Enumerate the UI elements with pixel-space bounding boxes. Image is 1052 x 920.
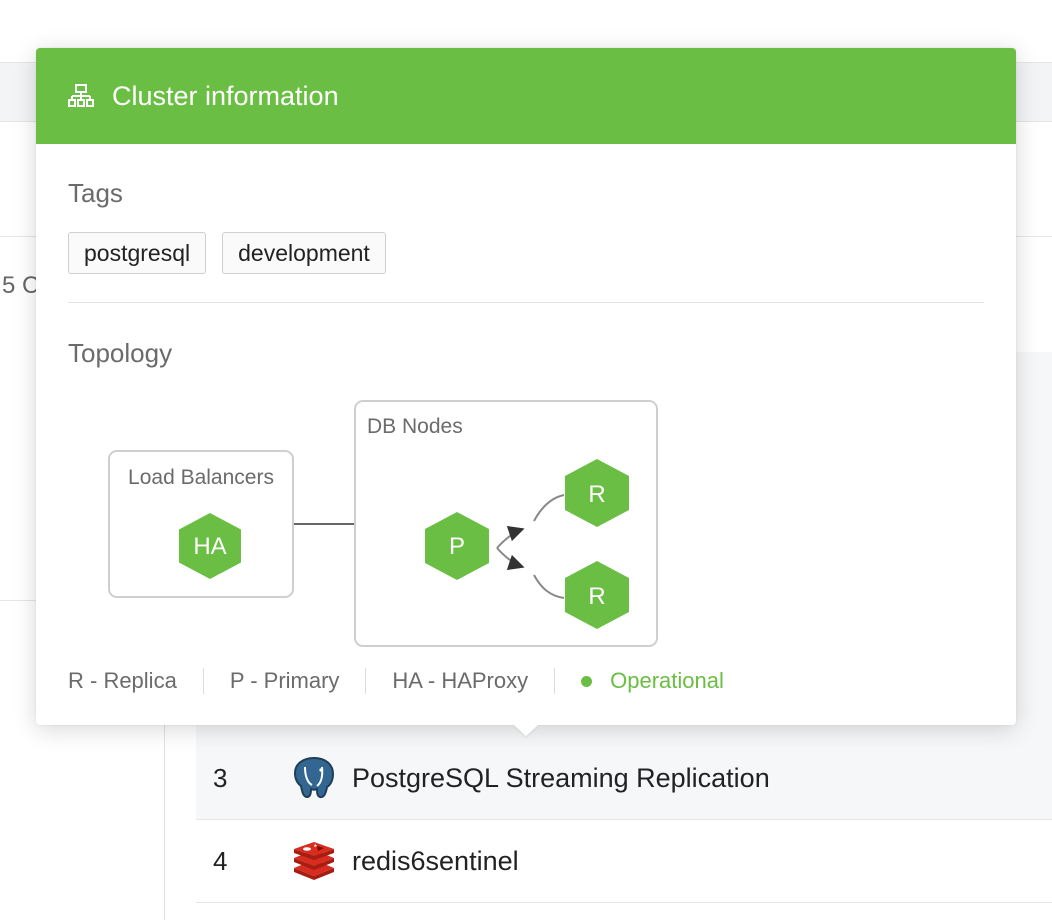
tag[interactable]: development xyxy=(222,232,386,274)
topology-label: Topology xyxy=(68,338,173,368)
db-nodes-label: DB Nodes xyxy=(367,415,463,438)
tag[interactable]: postgresql xyxy=(68,232,207,274)
table-row[interactable]: 4 redis6sentinel xyxy=(196,820,1052,903)
replication-arrow xyxy=(496,525,525,549)
popover-title: Cluster information xyxy=(112,80,339,111)
postgresql-icon xyxy=(289,756,339,800)
cluster-name[interactable]: redis6sentinel xyxy=(352,845,519,876)
redis-icon xyxy=(289,839,339,883)
replica-node[interactable] xyxy=(565,561,629,629)
divider xyxy=(68,302,984,303)
legend-status: Operational xyxy=(610,668,724,693)
sitemap-icon xyxy=(68,83,94,109)
partial-text: 5 C xyxy=(2,272,40,299)
replica-node-label: R xyxy=(588,481,605,508)
load-balancers-label: Load Balancers xyxy=(128,466,274,489)
legend-primary: P - Primary xyxy=(229,668,340,693)
tags-label: Tags xyxy=(68,178,123,208)
replication-line xyxy=(533,494,565,522)
legend-separator xyxy=(554,668,556,694)
topology-diagram: Load Balancers HA DB Nodes P R R xyxy=(108,400,658,647)
replication-line xyxy=(533,574,565,599)
topology-legend: R - Replica P - Primary HA - HAProxy Ope… xyxy=(68,668,724,694)
haproxy-node[interactable] xyxy=(179,513,241,579)
primary-node[interactable] xyxy=(425,512,489,580)
haproxy-node-label: HA xyxy=(193,533,226,560)
replication-arrow xyxy=(496,547,525,571)
tag-list: postgresql development xyxy=(68,232,386,274)
cluster-name[interactable]: PostgreSQL Streaming Replication xyxy=(352,762,770,793)
row-number: 4 xyxy=(213,845,228,876)
status-dot-icon xyxy=(581,675,593,687)
popover-header: Cluster information xyxy=(36,48,1016,144)
replica-node[interactable] xyxy=(565,459,629,527)
legend-replica: R - Replica xyxy=(68,668,177,693)
table-row[interactable]: 3 PostgreSQL Streaming Replication xyxy=(196,737,1052,820)
row-number: 3 xyxy=(213,762,228,793)
popover-arrow xyxy=(514,725,538,736)
legend-separator xyxy=(365,668,367,694)
column-divider xyxy=(164,600,165,920)
legend-haproxy: HA - HAProxy xyxy=(392,668,529,693)
cluster-info-popover: Cluster information Tags postgresql deve… xyxy=(36,48,1016,725)
legend-separator xyxy=(202,668,204,694)
replica-node-label: R xyxy=(588,583,605,610)
primary-node-label: P xyxy=(449,533,465,560)
